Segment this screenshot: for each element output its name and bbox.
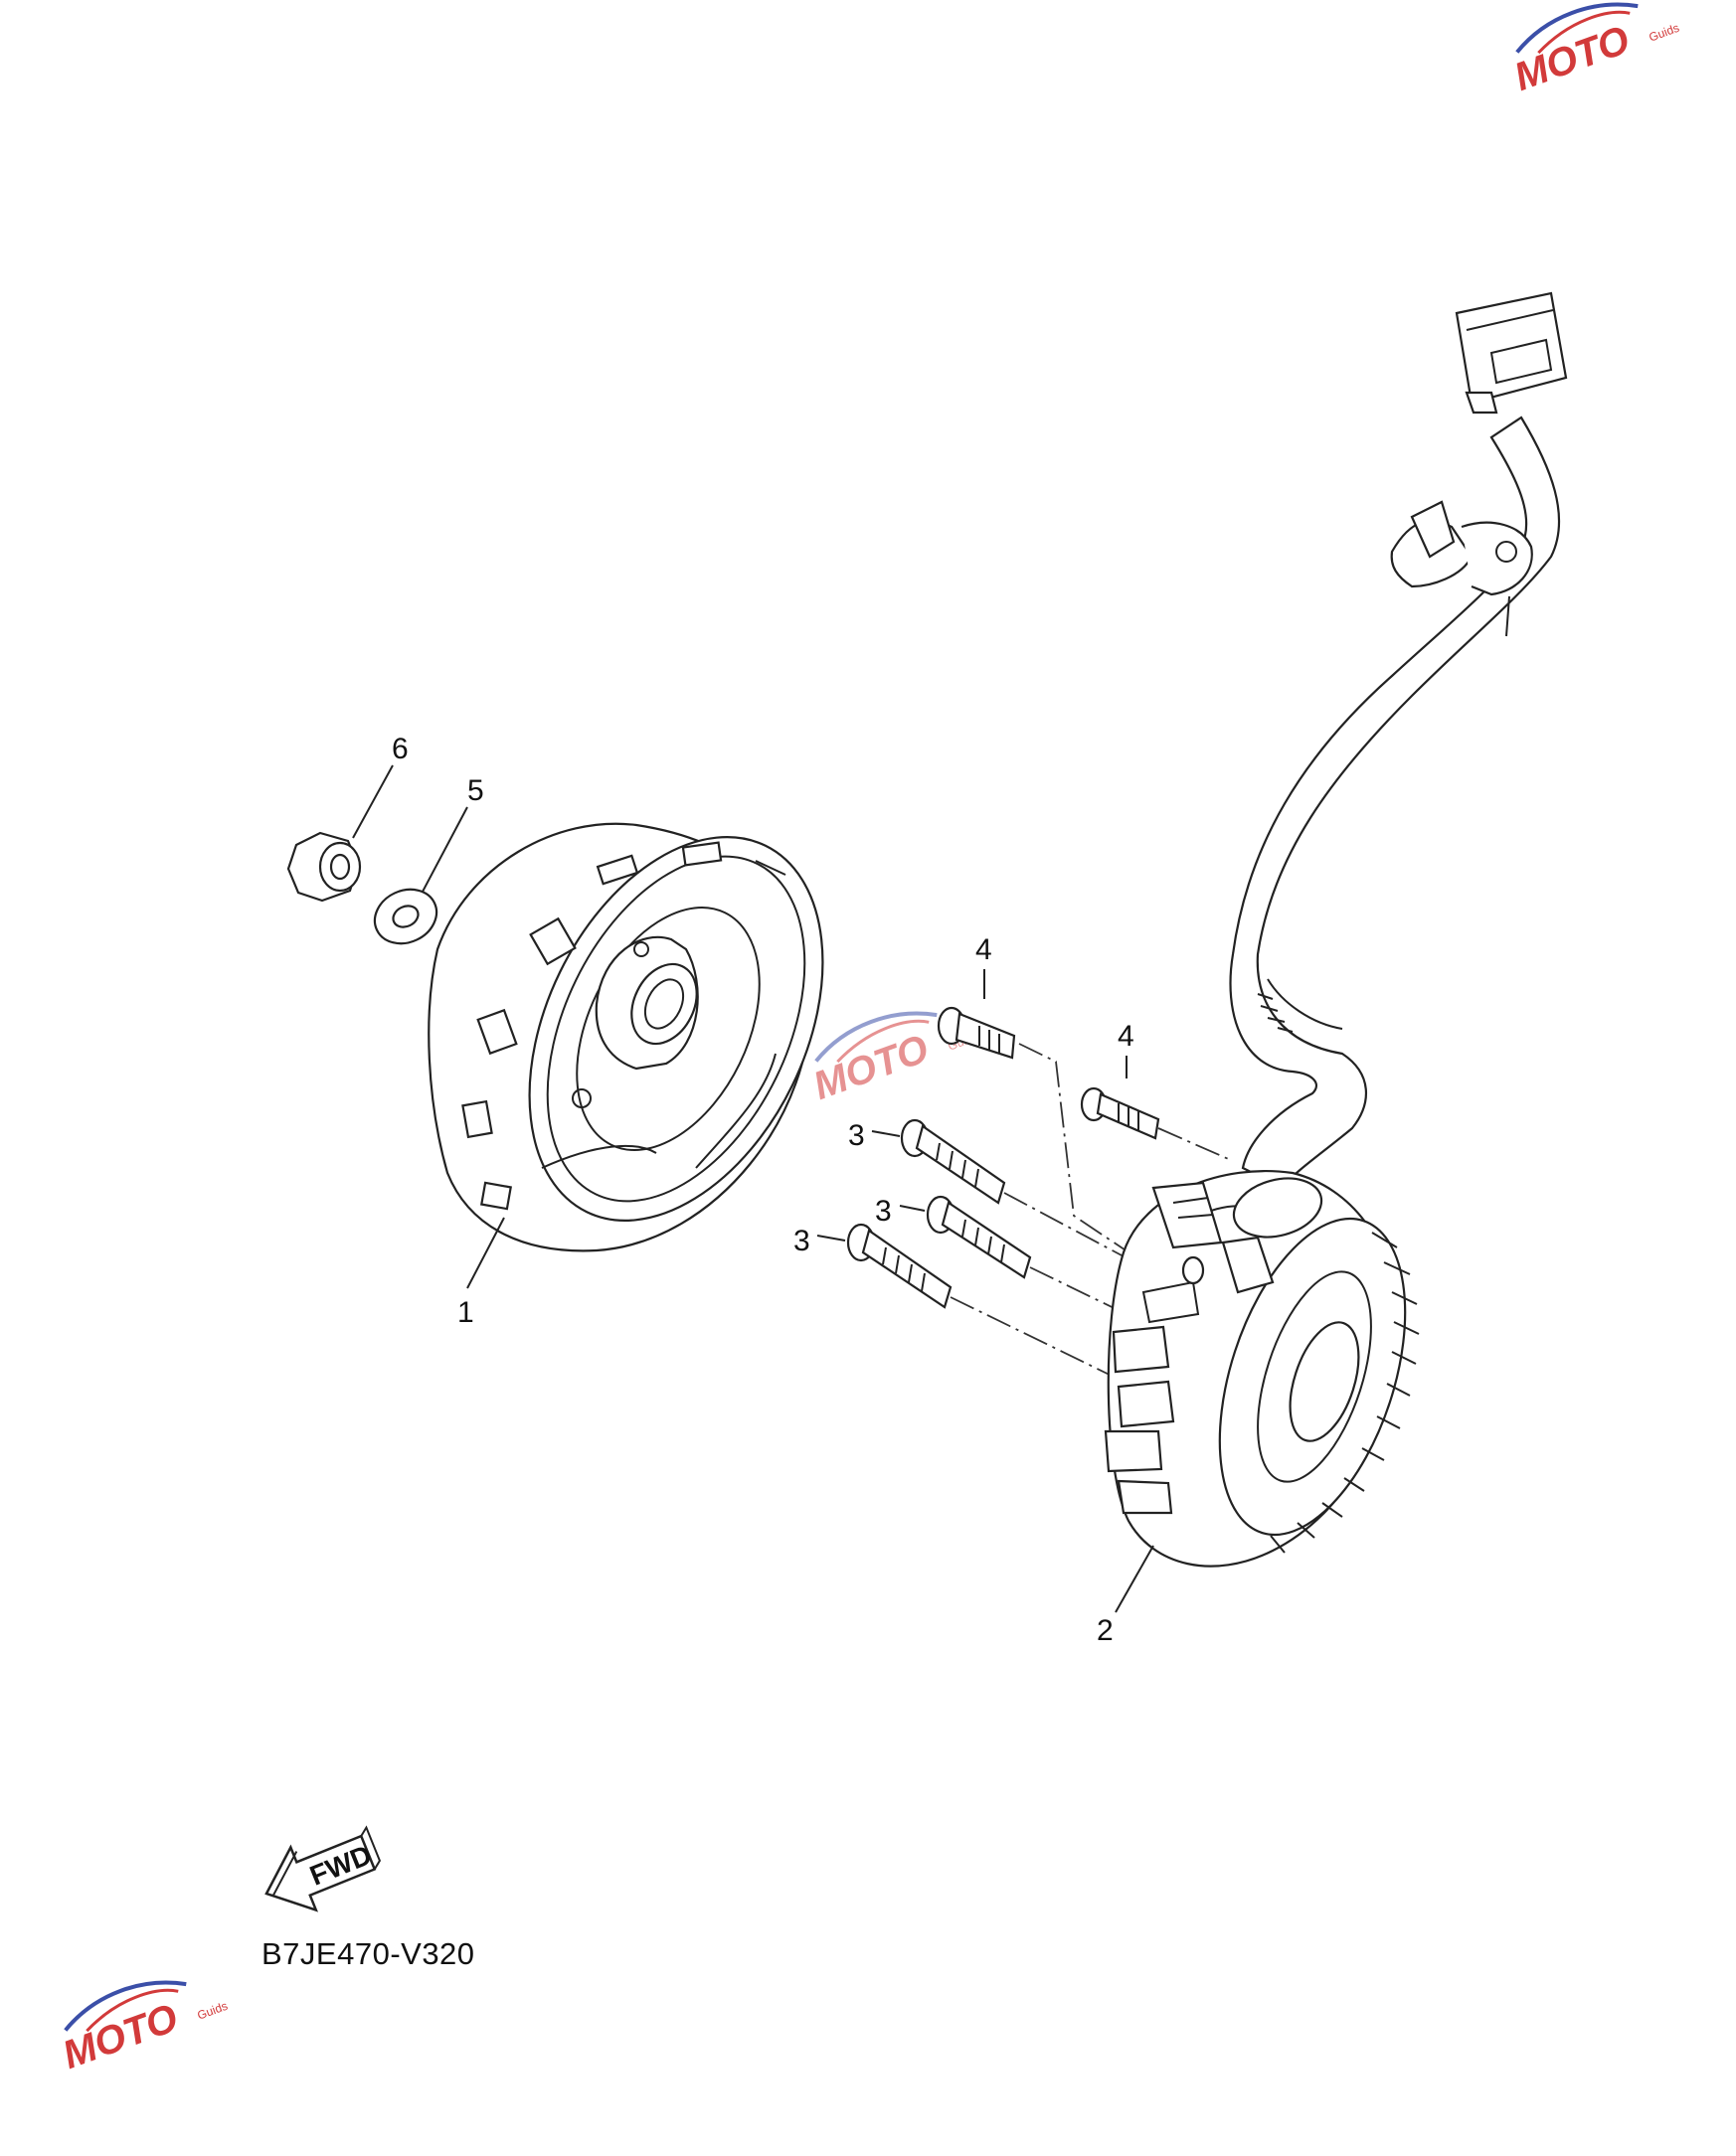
forward-direction-arrow: FWD bbox=[264, 1825, 382, 1912]
part-3-bolt-top bbox=[871, 1118, 1006, 1205]
watermark-subtext: Guids bbox=[196, 1999, 230, 2023]
part-2-stator-assembly bbox=[1104, 291, 1568, 1613]
callout-4-upper: 4 bbox=[975, 933, 992, 966]
watermark-logo-top-right: MOTO Guids bbox=[1508, 2, 1681, 99]
part-3-bolt-bottom bbox=[816, 1223, 953, 1309]
part-5-washer bbox=[373, 806, 468, 945]
part-4-bolt-lower bbox=[1080, 1056, 1160, 1140]
watermark-logo-bottom-left: MOTO Guids bbox=[57, 1980, 230, 2077]
callout-5: 5 bbox=[467, 774, 484, 807]
part-3-bolt-middle bbox=[899, 1195, 1032, 1279]
part-4-bolt-upper bbox=[937, 969, 1016, 1060]
callout-3-middle: 3 bbox=[875, 1195, 892, 1228]
watermark-text: MOTO bbox=[807, 1027, 934, 1108]
callout-6: 6 bbox=[392, 733, 409, 765]
watermark-logo-center: MOTO Guids bbox=[807, 1011, 980, 1108]
part-6-flange-nut bbox=[286, 764, 394, 903]
part-1-rotor bbox=[428, 822, 824, 1289]
watermark-subtext: Guids bbox=[1648, 21, 1681, 45]
callout-3-bottom: 3 bbox=[793, 1225, 810, 1257]
callout-3-top: 3 bbox=[848, 1119, 865, 1152]
callout-4-lower: 4 bbox=[1118, 1020, 1134, 1053]
drawing-code: B7JE470-V320 bbox=[261, 1936, 475, 1971]
callout-2: 2 bbox=[1097, 1614, 1114, 1647]
watermark-text: MOTO bbox=[57, 1996, 183, 2077]
callout-labels: 1 2 3 3 3 4 4 5 6 bbox=[392, 733, 1134, 1647]
callout-1: 1 bbox=[457, 1296, 474, 1329]
watermark-text: MOTO bbox=[1508, 18, 1635, 99]
